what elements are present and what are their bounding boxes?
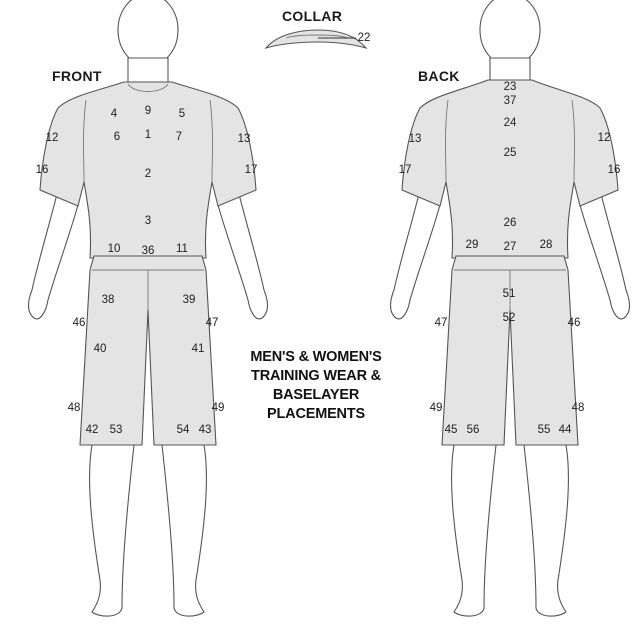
back-placement-13: 13 <box>404 131 426 147</box>
front-placement-36: 36 <box>137 243 159 259</box>
title-line-4: PLACEMENTS <box>246 405 386 424</box>
back-placement-45: 45 <box>440 422 462 438</box>
front-placement-13: 13 <box>233 131 255 147</box>
front-label: FRONT <box>52 68 102 84</box>
back-placement-37: 37 <box>499 93 521 109</box>
front-placement-46: 46 <box>68 315 90 331</box>
back-placement-29: 29 <box>461 237 483 253</box>
title-line-2: TRAINING WEAR & <box>246 367 386 386</box>
front-placement-6: 6 <box>106 129 128 145</box>
back-placement-56: 56 <box>462 422 484 438</box>
back-placement-28: 28 <box>535 237 557 253</box>
back-placement-49: 49 <box>425 400 447 416</box>
back-placement-27: 27 <box>499 239 521 255</box>
front-placement-49: 49 <box>207 400 229 416</box>
back-placement-16: 16 <box>603 162 625 178</box>
title-line-3: BASELAYER <box>246 386 386 405</box>
back-placement-46: 46 <box>563 315 585 331</box>
back-placement-26: 26 <box>499 215 521 231</box>
back-placement-52: 52 <box>498 310 520 326</box>
front-figure <box>29 0 268 616</box>
back-placement-55: 55 <box>533 422 555 438</box>
back-placement-51: 51 <box>498 286 520 302</box>
back-placement-48: 48 <box>567 400 589 416</box>
back-placement-24: 24 <box>499 115 521 131</box>
back-placement-25: 25 <box>499 145 521 161</box>
back-placement-12: 12 <box>593 130 615 146</box>
front-placement-5: 5 <box>171 106 193 122</box>
front-placement-9: 9 <box>137 103 159 119</box>
front-placement-17: 17 <box>240 162 262 178</box>
front-placement-11: 11 <box>171 241 193 257</box>
collar-label: COLLAR <box>282 8 342 24</box>
front-placement-16: 16 <box>31 162 53 178</box>
back-label: BACK <box>418 68 460 84</box>
back-placement-47: 47 <box>430 315 452 331</box>
front-placement-4: 4 <box>103 106 125 122</box>
back-placement-44: 44 <box>554 422 576 438</box>
front-placement-43: 43 <box>194 422 216 438</box>
front-placement-42: 42 <box>81 422 103 438</box>
collar-illustration <box>266 30 366 48</box>
front-placement-41: 41 <box>187 341 209 357</box>
front-placement-7: 7 <box>168 129 190 145</box>
front-placement-12: 12 <box>41 130 63 146</box>
front-placement-2: 2 <box>137 166 159 182</box>
collar-placement-number: 22 <box>353 30 375 46</box>
front-placement-1: 1 <box>137 127 159 143</box>
front-placement-10: 10 <box>103 241 125 257</box>
front-placement-47: 47 <box>201 315 223 331</box>
back-placement-17: 17 <box>394 162 416 178</box>
front-placement-54: 54 <box>172 422 194 438</box>
title-line-1: MEN'S & WOMEN'S <box>246 348 386 367</box>
front-placement-53: 53 <box>105 422 127 438</box>
front-placement-38: 38 <box>97 292 119 308</box>
front-placement-3: 3 <box>137 213 159 229</box>
front-placement-48: 48 <box>63 400 85 416</box>
front-placement-40: 40 <box>89 341 111 357</box>
placements-title: MEN'S & WOMEN'S TRAINING WEAR & BASELAYE… <box>246 348 386 424</box>
front-placement-39: 39 <box>178 292 200 308</box>
